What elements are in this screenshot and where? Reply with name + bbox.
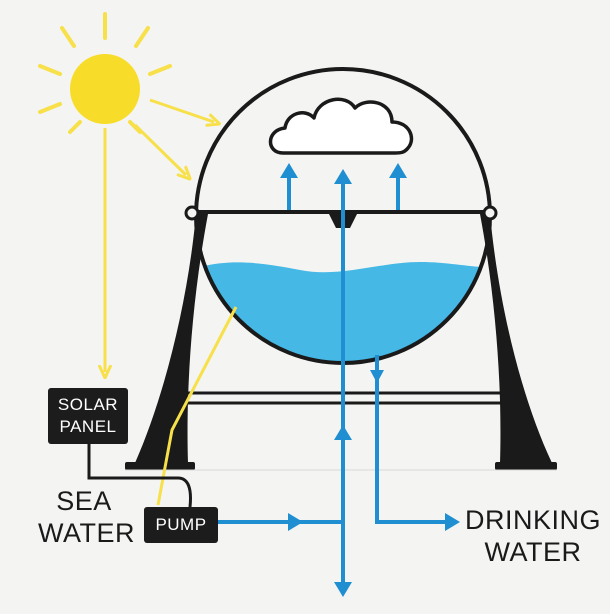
stand xyxy=(125,214,557,470)
sea-water-label: SEA WATER xyxy=(38,485,135,549)
down-arrowhead-bottom xyxy=(334,582,352,597)
drinking-water-line-1: DRINKING xyxy=(464,505,601,535)
outlet-arrowhead-right xyxy=(445,513,460,531)
power-line xyxy=(156,306,238,506)
outlet-arrowhead-down xyxy=(370,370,384,383)
up-arrowhead xyxy=(334,425,352,440)
solar-panel-line-2: PANEL xyxy=(59,417,117,436)
solar-panel-label: SOLAR PANEL xyxy=(48,388,128,444)
sea-water-line-1: SEA xyxy=(56,486,112,516)
sea-water-line-2: WATER xyxy=(38,518,135,548)
cloud-icon xyxy=(268,97,414,155)
pump-label: PUMP xyxy=(144,507,218,543)
pump-feed-arrowhead xyxy=(288,513,303,531)
panel-cable xyxy=(87,444,192,508)
vapor-arrows xyxy=(287,172,400,210)
sun-icon xyxy=(38,12,172,134)
sun-ray-arrows xyxy=(105,98,214,372)
solar-panel-line-1: SOLAR xyxy=(57,395,119,414)
drinking-water-line xyxy=(375,355,452,524)
drinking-water-line-2: WATER xyxy=(484,537,582,567)
drinking-water-label: DRINKING WATER xyxy=(463,504,603,568)
